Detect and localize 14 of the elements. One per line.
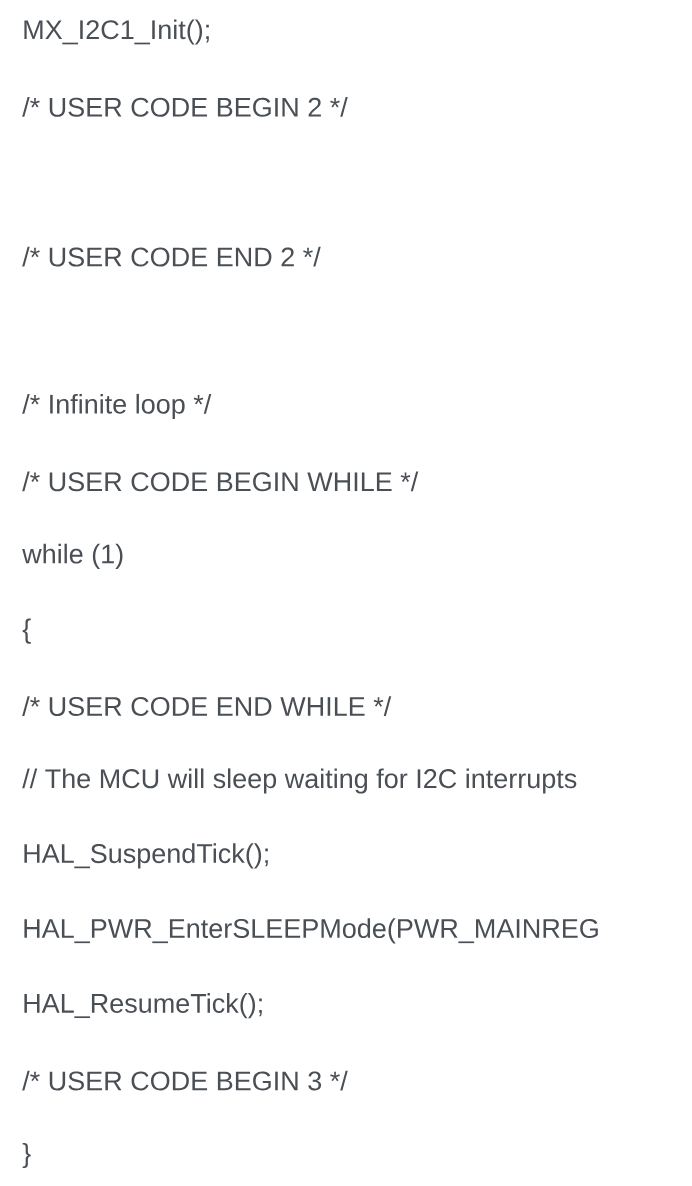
- code-line: HAL_SuspendTick();: [24, 843, 268, 869]
- code-line: MX_I2C1_Init();: [24, 19, 209, 45]
- code-line: /* USER CODE BEGIN WHILE */: [22, 471, 419, 492]
- code-line: HAL_PWR_EnterSLEEPMode(PWR_MAINREG: [24, 918, 598, 944]
- code-line: /* USER CODE END 2 */: [22, 246, 321, 267]
- code-line: /* USER CODE END WHILE */: [22, 696, 392, 716]
- code-line: while (1): [22, 543, 123, 569]
- code-line: HAL_ResumeTick();: [24, 993, 262, 1019]
- code-line: {: [22, 618, 31, 644]
- code-line: }: [22, 1142, 31, 1169]
- code-line: /* Infinite loop */: [22, 393, 212, 420]
- code-line: /* USER CODE BEGIN 3 */: [22, 1070, 348, 1091]
- code-line: /* USER CODE BEGIN 2 */: [22, 96, 348, 117]
- code-line: // The MCU will sleep waiting for I2C interrupts: [22, 768, 577, 794]
